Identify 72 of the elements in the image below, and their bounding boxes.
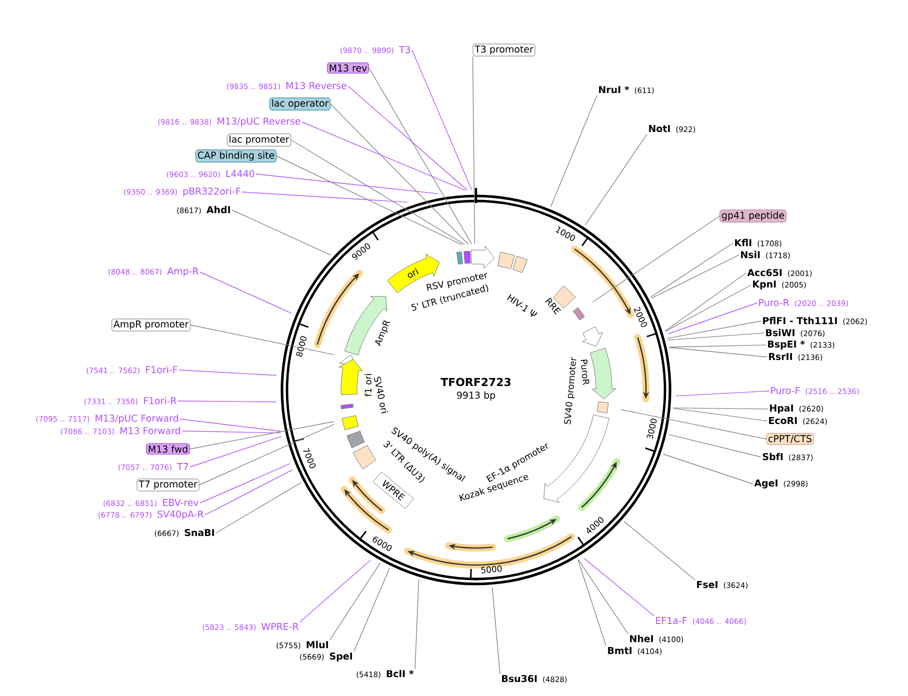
leader-line — [662, 454, 754, 484]
leader-line — [216, 482, 302, 534]
leader-line — [178, 370, 277, 376]
leader-line — [592, 216, 720, 302]
leader-line — [584, 558, 654, 616]
feature-tag: gp41 peptide — [720, 210, 786, 222]
leader-line — [178, 400, 277, 402]
plasmid-name: TFORF2723 — [440, 378, 510, 386]
leader-line — [584, 134, 648, 226]
leader-line — [668, 434, 762, 458]
feature-tag: M13 rev — [326, 62, 370, 74]
feature-tag: lac promoter — [226, 134, 292, 146]
leader-line — [668, 344, 766, 348]
leader-line — [200, 463, 290, 504]
tick-label: 8000 — [296, 336, 307, 357]
feature-tag: M13 fwd — [146, 443, 190, 455]
leader-line — [651, 254, 740, 299]
leader-line — [182, 430, 282, 434]
leader-line — [492, 586, 500, 674]
leader-line — [330, 562, 380, 640]
leader-line — [578, 559, 606, 646]
leader-line — [302, 122, 466, 191]
leader-line — [414, 579, 420, 670]
leader-line — [180, 418, 281, 432]
feature-tag: T7 promoter — [136, 478, 200, 492]
tick-label: 2000 — [634, 306, 647, 327]
feature-label: f1 ori — [364, 374, 372, 396]
leader-line — [668, 302, 758, 334]
leader-line — [190, 436, 282, 468]
leader-line — [672, 408, 768, 422]
leader-line — [198, 424, 334, 486]
leader-line — [672, 408, 768, 410]
feature-tag: T3 promoter — [472, 44, 536, 56]
leader-line — [667, 332, 764, 340]
leader-line — [368, 68, 472, 244]
feature-label: AmpR — [375, 320, 390, 346]
tick-label: 3000 — [646, 418, 657, 440]
feature-tag: AmpR promoter — [112, 318, 191, 332]
leader-line — [242, 192, 408, 203]
leader-line — [664, 272, 746, 332]
leader-line — [650, 242, 734, 298]
leader-line — [348, 86, 468, 191]
tick-label: 5000 — [481, 565, 502, 574]
leader-line — [472, 56, 476, 244]
feature-label: SV40 promoter — [564, 357, 576, 424]
leader-line — [300, 560, 371, 622]
tick-label: 7000 — [303, 448, 316, 468]
leader-line — [232, 210, 332, 256]
leader-line — [190, 324, 335, 356]
leader-line — [669, 347, 768, 358]
feature-label: SV40 ori — [374, 376, 388, 414]
leader-line — [676, 390, 770, 396]
feature-tag: lac operator — [269, 98, 331, 110]
leader-line — [666, 320, 762, 339]
leader-line — [620, 409, 766, 440]
leader-line — [354, 568, 390, 652]
leader-line — [550, 94, 598, 208]
leader-line — [276, 156, 462, 246]
leader-line — [290, 140, 465, 245]
leader-line — [200, 272, 292, 314]
feature-label: PuroR — [580, 360, 590, 386]
feature-tag: CAP binding site — [196, 150, 276, 162]
leader-line — [412, 50, 472, 190]
leader-line — [204, 469, 293, 516]
leader-line — [190, 421, 334, 450]
leader-line — [624, 521, 696, 580]
size-label: 9913 bp — [457, 391, 496, 401]
leader-line — [330, 104, 469, 245]
leader-line — [664, 284, 752, 332]
leader-line — [256, 174, 438, 194]
leader-line — [578, 559, 628, 634]
feature-tag: cPPT/CTS — [766, 433, 814, 445]
